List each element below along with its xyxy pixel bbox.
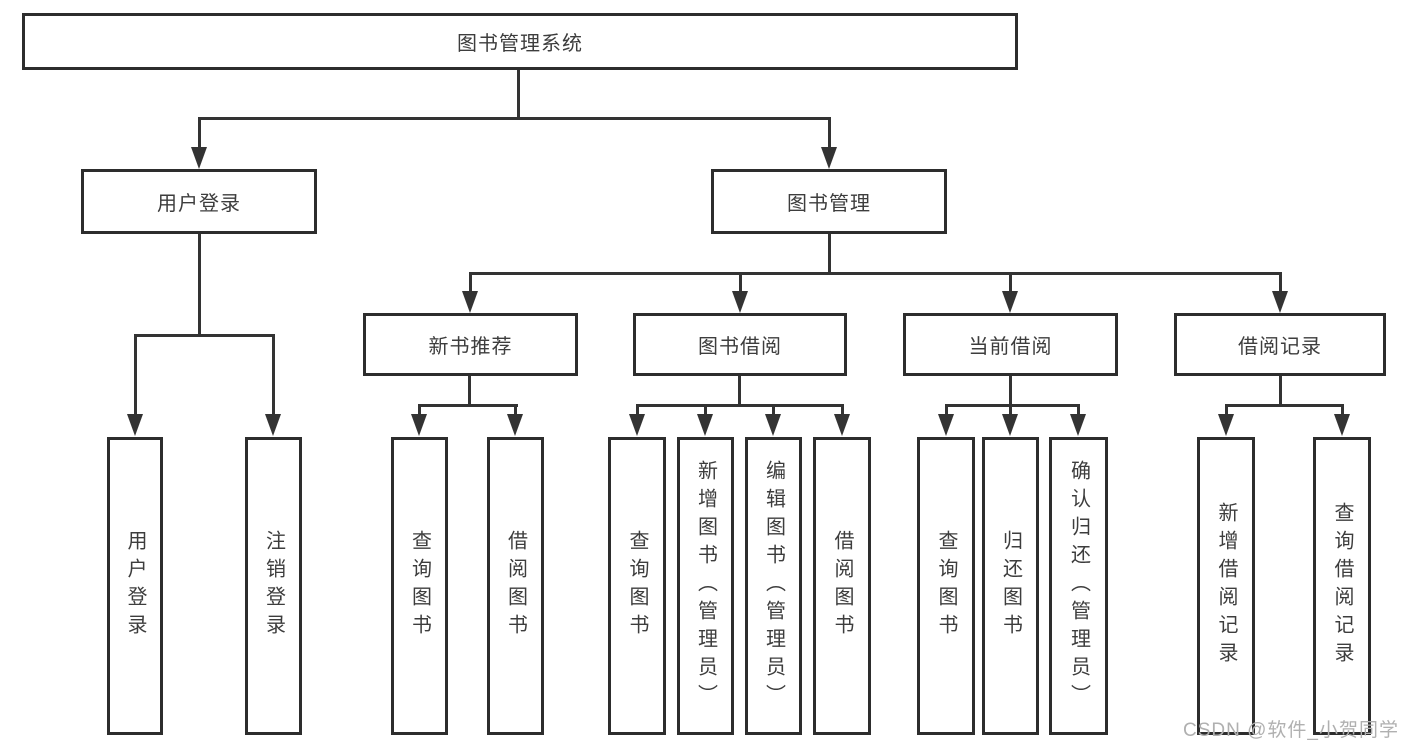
connector-line bbox=[739, 272, 742, 294]
csdn-watermark: CSDN @软件_小贺同学 bbox=[1183, 720, 1399, 741]
leaf-label: 查询图书 bbox=[408, 530, 431, 642]
connector-line bbox=[272, 334, 275, 418]
node-book-management: 图书管理 bbox=[711, 169, 947, 234]
connector-arrow bbox=[697, 414, 713, 436]
leaf-label: 新增借阅记录 bbox=[1215, 502, 1237, 670]
connector-line bbox=[1225, 404, 1343, 407]
connector-arrow bbox=[938, 414, 954, 436]
connector-line bbox=[945, 404, 948, 418]
connector-line bbox=[1225, 404, 1228, 418]
connector-arrow bbox=[1218, 414, 1234, 436]
leaf-borrow-books-newrec: 借阅图书 bbox=[487, 437, 544, 735]
connector-arrow bbox=[1070, 414, 1086, 436]
node-library-management-system: 图书管理系统 bbox=[22, 13, 1018, 70]
leaf-add-borrow-record: 新增借阅记录 bbox=[1197, 437, 1255, 735]
leaf-label: 确认归还（管理员） bbox=[1067, 460, 1090, 712]
connector-line bbox=[134, 334, 275, 337]
node-user-login: 用户登录 bbox=[81, 169, 317, 234]
connector-arrow bbox=[1002, 291, 1018, 313]
connector-arrow bbox=[765, 414, 781, 436]
connector-line bbox=[514, 404, 517, 418]
node-book-borrowing: 图书借阅 bbox=[633, 313, 847, 376]
connector-line bbox=[418, 404, 421, 418]
connector-line bbox=[1077, 404, 1080, 418]
connector-arrow bbox=[834, 414, 850, 436]
connector-arrow bbox=[821, 147, 837, 169]
connector-line bbox=[198, 117, 201, 151]
leaf-query-books-newrec: 查询图书 bbox=[391, 437, 448, 735]
connector-arrow bbox=[1002, 414, 1018, 436]
connector-arrow bbox=[411, 414, 427, 436]
leaf-label: 编辑图书（管理员） bbox=[762, 460, 785, 712]
connector-line bbox=[828, 117, 831, 151]
node-borrowing-records: 借阅记录 bbox=[1174, 313, 1386, 376]
connector-line bbox=[468, 375, 471, 406]
node-current-borrowing: 当前借阅 bbox=[903, 313, 1118, 376]
connector-line bbox=[738, 375, 741, 406]
connector-line bbox=[198, 117, 831, 120]
leaf-borrow-books-borrowing: 借阅图书 bbox=[813, 437, 871, 735]
leaf-label: 新增图书（管理员） bbox=[694, 460, 717, 712]
connector-line bbox=[636, 404, 843, 407]
connector-line bbox=[772, 404, 775, 418]
connector-arrow bbox=[732, 291, 748, 313]
leaf-edit-books-admin: 编辑图书（管理员） bbox=[745, 437, 802, 735]
connector-line bbox=[841, 404, 844, 418]
connector-arrow bbox=[507, 414, 523, 436]
connector-arrow bbox=[629, 414, 645, 436]
connector-arrow bbox=[191, 147, 207, 169]
leaf-label: 归还图书 bbox=[999, 530, 1022, 642]
leaf-label: 用户登录 bbox=[124, 530, 146, 642]
connector-line bbox=[1009, 404, 1012, 418]
node-new-book-recommendation: 新书推荐 bbox=[363, 313, 578, 376]
connector-arrow bbox=[265, 414, 281, 436]
connector-line bbox=[945, 404, 1080, 407]
connector-line bbox=[418, 404, 518, 407]
leaf-label: 注销登录 bbox=[262, 530, 285, 642]
leaf-label: 查询图书 bbox=[626, 530, 648, 642]
connector-arrow bbox=[1272, 291, 1288, 313]
leaf-user-login: 用户登录 bbox=[107, 437, 163, 735]
connector-line bbox=[1009, 272, 1012, 294]
leaf-query-books-borrowing: 查询图书 bbox=[608, 437, 666, 735]
connector-line bbox=[198, 233, 201, 336]
leaf-confirm-return-admin: 确认归还（管理员） bbox=[1049, 437, 1108, 735]
connector-line bbox=[1279, 272, 1282, 294]
connector-line bbox=[517, 68, 520, 119]
leaf-label: 借阅图书 bbox=[831, 530, 853, 642]
connector-arrow bbox=[462, 291, 478, 313]
connector-line bbox=[636, 404, 639, 418]
connector-line bbox=[134, 334, 137, 418]
leaf-label: 借阅图书 bbox=[504, 530, 527, 642]
connector-line bbox=[1341, 404, 1344, 418]
connector-arrow bbox=[1334, 414, 1350, 436]
connector-line bbox=[704, 404, 707, 418]
leaf-label: 查询图书 bbox=[935, 530, 957, 642]
leaf-logout: 注销登录 bbox=[245, 437, 302, 735]
connector-line bbox=[1009, 375, 1012, 406]
connector-line bbox=[469, 272, 1282, 275]
leaf-query-books-current: 查询图书 bbox=[917, 437, 975, 735]
leaf-query-borrow-record: 查询借阅记录 bbox=[1313, 437, 1371, 735]
connector-line bbox=[828, 233, 831, 274]
connector-line bbox=[469, 272, 472, 294]
connector-arrow bbox=[127, 414, 143, 436]
connector-line bbox=[1279, 375, 1282, 406]
leaf-return-books: 归还图书 bbox=[982, 437, 1039, 735]
leaf-label: 查询借阅记录 bbox=[1331, 502, 1353, 670]
leaf-add-books-admin: 新增图书（管理员） bbox=[677, 437, 734, 735]
